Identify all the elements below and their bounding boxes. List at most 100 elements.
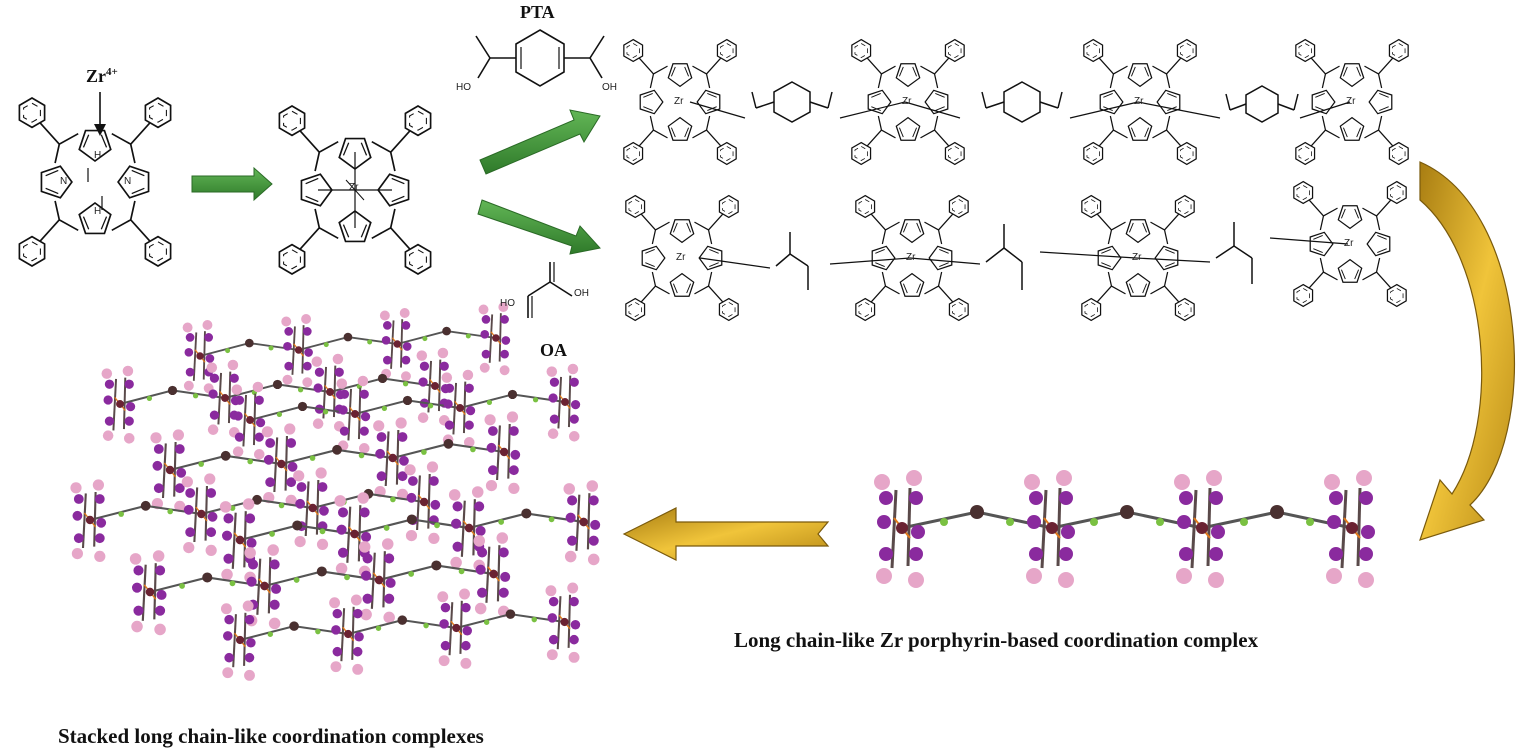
atom-sphere xyxy=(474,602,487,615)
stacked-chains-lattice xyxy=(70,302,601,681)
atom-sphere xyxy=(479,362,490,373)
atom-label-zr-oa3: Zr xyxy=(1132,252,1142,263)
atom-sphere xyxy=(549,414,560,424)
atom-sphere xyxy=(350,594,362,606)
atom-sphere xyxy=(330,661,342,673)
o-atom-sphere xyxy=(458,568,465,575)
atom-sphere xyxy=(155,605,166,616)
atom-sphere xyxy=(1356,470,1372,486)
atom-sphere xyxy=(375,448,386,459)
atom-sphere xyxy=(565,512,576,523)
atom-sphere xyxy=(419,361,430,371)
atom-sphere xyxy=(224,614,234,625)
atom-sphere xyxy=(181,476,193,488)
zr-atom-sphere xyxy=(246,416,254,424)
atom-sphere xyxy=(71,548,83,560)
atom-sphere xyxy=(1329,547,1343,561)
atom-sphere xyxy=(461,602,471,613)
atom-sphere xyxy=(484,414,496,426)
atom-sphere xyxy=(1059,491,1073,505)
atom-sphere xyxy=(304,348,313,357)
atom-sphere xyxy=(265,438,276,448)
pta-linker-2 xyxy=(981,81,1063,123)
atom-sphere xyxy=(209,410,220,420)
atom-label-ho-pta: HO xyxy=(456,82,471,93)
chain-unit xyxy=(545,582,581,663)
atom-sphere xyxy=(204,473,216,485)
gold-curved-arrow xyxy=(1419,161,1515,541)
linker-atom-sphere xyxy=(316,566,327,577)
atom-label-oh-oa: OH xyxy=(574,288,589,299)
atom-sphere xyxy=(407,476,418,486)
chain-unit xyxy=(219,498,257,584)
atom-label-zr-chain4: Zr xyxy=(1346,96,1356,107)
atom-sphere xyxy=(315,467,327,479)
zr-atom-sphere xyxy=(452,623,461,633)
o-atom-sphere xyxy=(1240,518,1248,526)
atom-sphere xyxy=(358,541,371,553)
atom-sphere xyxy=(1174,474,1190,490)
o-atom-sphere xyxy=(422,336,428,342)
atom-sphere xyxy=(286,477,297,488)
atom-sphere xyxy=(246,637,256,648)
chain-unit xyxy=(473,532,511,618)
pta-linker-3 xyxy=(1225,85,1299,123)
atom-sphere xyxy=(221,568,233,581)
atom-sphere xyxy=(352,608,363,619)
atom-sphere xyxy=(94,550,106,563)
atom-sphere xyxy=(399,308,410,318)
atom-sphere xyxy=(357,492,369,504)
o-atom-sphere xyxy=(423,622,429,629)
zr-porphyrin xyxy=(279,106,430,274)
atom-sphere xyxy=(314,367,325,377)
atom-sphere xyxy=(546,366,558,377)
atom-sphere xyxy=(567,582,579,594)
zr-atom-sphere xyxy=(579,517,588,527)
atom-sphere xyxy=(255,418,266,428)
atom-sphere xyxy=(376,471,387,482)
zr-atom-sphere xyxy=(308,503,317,513)
atom-sphere xyxy=(207,511,218,522)
chain-unit xyxy=(181,473,218,557)
atom-sphere xyxy=(498,547,509,558)
linker-atom-sphere xyxy=(292,520,303,531)
atom-sphere xyxy=(234,395,245,405)
atom-sphere xyxy=(567,363,579,375)
o-atom-sphere xyxy=(297,387,304,393)
atom-label-oh-pta: OH xyxy=(602,82,617,93)
chain-unit xyxy=(1024,470,1075,588)
chain-unit xyxy=(563,480,601,566)
zr-atom-sphere xyxy=(492,334,500,342)
atom-sphere xyxy=(244,614,255,625)
o-atom-sphere xyxy=(293,577,300,583)
atom-sphere xyxy=(229,373,239,383)
atom-sphere xyxy=(268,617,281,630)
o-atom-sphere xyxy=(383,525,390,531)
zr-atom-sphere xyxy=(896,522,908,534)
atom-sphere xyxy=(359,426,369,436)
atom-sphere xyxy=(245,513,256,524)
zr-atom-sphere xyxy=(464,523,474,533)
atom-label-nh-top: H xyxy=(94,150,102,161)
zr-atom-sphere xyxy=(294,346,303,354)
green-arrow-to-pta-chain xyxy=(479,109,601,175)
atom-sphere xyxy=(352,663,364,675)
atom-sphere xyxy=(911,525,925,539)
atom-sphere xyxy=(1211,525,1225,539)
atom-sphere xyxy=(232,446,244,457)
atom-sphere xyxy=(287,461,298,472)
atom-sphere xyxy=(231,384,243,395)
linker-atom-sphere xyxy=(1270,505,1284,519)
zr-atom-sphere xyxy=(489,569,498,579)
atom-sphere xyxy=(242,498,255,510)
atom-sphere xyxy=(156,589,167,600)
atom-sphere xyxy=(336,378,348,389)
zr-ion-label: Zr4+ xyxy=(86,66,118,86)
atom-sphere xyxy=(234,432,245,442)
atom-sphere xyxy=(877,515,891,529)
atom-sphere xyxy=(549,377,560,387)
green-arrow-to-oa-chain xyxy=(477,199,601,255)
zr-atom-sphere xyxy=(456,404,464,412)
oa-coordination-chain xyxy=(626,182,1406,321)
chain-unit xyxy=(478,302,511,376)
